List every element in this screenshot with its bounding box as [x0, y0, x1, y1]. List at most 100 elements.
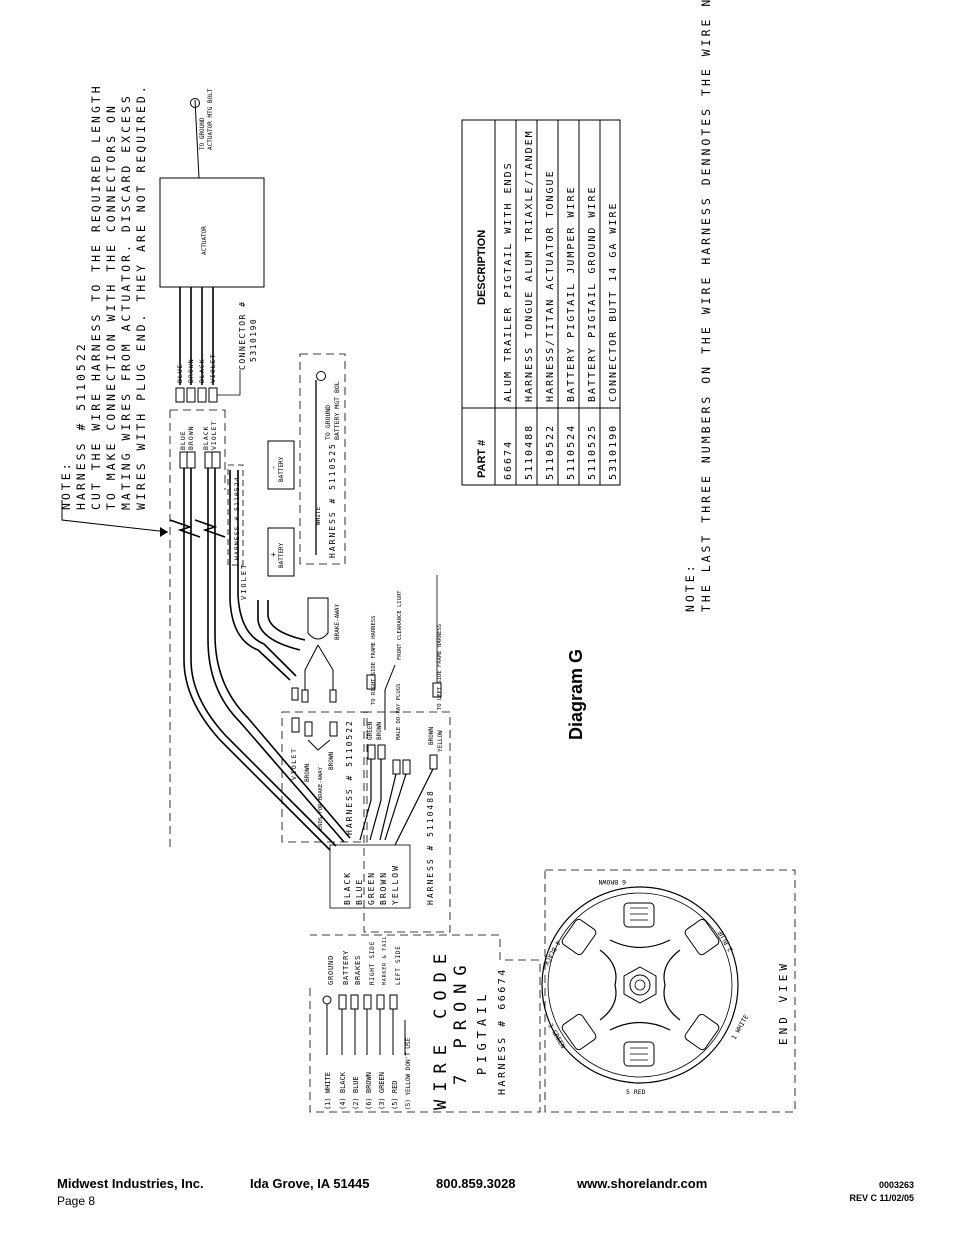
wire-list-item: (4) BLACK [339, 1071, 347, 1110]
bottom-note-line: THE LAST THREE NUMBERS ON THE WIRE HARNE… [699, 0, 713, 612]
pigtail-wire: BLACK [343, 871, 352, 905]
footer-revision: REV C 11/02/05 [849, 1193, 914, 1203]
to-right-side: TO RIGHT SIDE FRAME HARNESS [371, 616, 377, 705]
table-cell-part: 5110488 [524, 424, 535, 480]
brown-label: BROWN [304, 764, 311, 782]
green-brown: BROWN [376, 722, 383, 740]
pigtail-wire: YELLOW [391, 864, 400, 905]
note-arrowhead [160, 527, 168, 537]
table-header-part: PART # [476, 440, 488, 478]
wire-code-title: PIGTAIL [475, 989, 489, 1075]
function-label: BRAKES [354, 955, 362, 985]
footer-phone: 800.859.3028 [436, 1176, 516, 1191]
wire-list-item: (5) YELLOW DON'T USE [405, 1037, 412, 1110]
wire-list-item: (5) RED [391, 1080, 399, 1110]
battery-label: BATTERY [278, 542, 285, 568]
actuator-connectors [175, 387, 218, 403]
footer-doc-number: 0003263 [878, 1180, 914, 1190]
harness-5110525-label: HARNESS # 5110525 [328, 442, 337, 558]
ends-brake-away: ENDS FOR BRAKE-AWAY [318, 766, 324, 830]
note-leader [61, 500, 169, 533]
harness-66674-label: HARNESS # 66674 [497, 967, 508, 1095]
battery-box [267, 440, 295, 490]
table-cell-part: 5110522 [545, 424, 556, 480]
pigtail-wire: BLUE [355, 878, 364, 905]
violet-label: VIOLET [290, 748, 298, 780]
to-ground-label: ACTUATOR MTG BOLT [207, 88, 214, 150]
bottom-note-line: NOTE: [683, 562, 697, 612]
top-note: NOTE: HARNESS # 5110522 CUT THE WIRE HAR… [59, 83, 148, 510]
table-cell-desc: BATTERY PIGTAIL GROUND WIRE [587, 185, 598, 402]
function-label: MARKER & TAIL [382, 935, 388, 985]
white-label: WHITE [315, 507, 322, 525]
battery-minus: - [269, 465, 278, 470]
pin-label: 5 RED [626, 1088, 646, 1096]
wire-bundle [183, 468, 351, 851]
pin-label: 6 BROWN [599, 878, 626, 886]
wire-code-title: 7 PRONG [451, 957, 471, 1085]
function-label: BATTERY [342, 950, 350, 985]
actuator-box [159, 177, 265, 288]
brown-label: BROWN [328, 752, 335, 770]
front-clearance: FRONT CLEARANCE LIGHT [397, 590, 403, 660]
actuator-ground-ring [190, 98, 200, 108]
footer-website[interactable]: www.shorelandr.com [577, 1176, 708, 1191]
prong-face [541, 886, 739, 1084]
wire-label: BROWN [187, 358, 195, 383]
to-ground-battery: TO GROUND [324, 405, 332, 440]
battery-plus: + [269, 552, 278, 557]
table-header-desc: DESCRIPTION [476, 230, 488, 305]
brown-yellow: YELLOW [437, 730, 444, 752]
function-label: RIGHT SIDE [369, 941, 376, 985]
table-cell-desc: ALUM TRAILER PIGTAIL WITH ENDS [503, 161, 514, 402]
wire-label: BLACK [198, 358, 206, 383]
wire-list-item: (1) WHITE [324, 1072, 332, 1110]
to-ground-battery: BATTERY MGT BOL [333, 381, 341, 440]
diagram-title: Diagram G [566, 649, 586, 740]
top-note-line: HARNESS # 5110522 [74, 341, 88, 510]
wire-label: BROWN [187, 425, 195, 450]
table-cell-desc: BATTERY PIGTAIL JUMPER WIRE [566, 185, 577, 402]
battery-label: BATTERY [278, 456, 285, 482]
wire-label: VIOLET [210, 421, 218, 450]
top-note-line: TO MAKE CONNECTION WITH THE CONNECTORS O… [104, 103, 118, 510]
footer-city: Ida Grove, IA 51445 [250, 1176, 370, 1191]
connector-label: 5310190 [249, 318, 258, 362]
pigtail-wire: BROWN [379, 871, 388, 905]
function-label: LEFT SIDE [395, 945, 402, 985]
wire-code-title: WIRE CODE [431, 946, 451, 1110]
wire-label: BLUE [176, 363, 184, 383]
footer-page-number: Page 8 [57, 1194, 96, 1208]
harness-5110524-label: HARNESS # 5110524 [233, 476, 241, 560]
top-note-line: NOTE: [59, 460, 73, 510]
table-cell-desc: CONNECTOR BUTT 14 GA WIRE [608, 201, 619, 402]
top-note-line: CUT THE WIRE HARNESS TO THE REQUIRED LEN… [89, 83, 103, 510]
actuator-label: ACTUATOR [201, 226, 208, 255]
wire-label: BLACK [202, 425, 210, 450]
mid-connectors [179, 451, 221, 469]
wire-list-item: (6) BROWN [365, 1072, 373, 1110]
footer-company: Midwest Industries, Inc. [57, 1176, 204, 1191]
top-note-line: MATING WIRES FROM ACTUATOR. DISCARD EXCE… [119, 93, 133, 510]
green-brown: GREEN [367, 722, 374, 740]
top-note-line: WIRES WITH PLUG END. THEY ARE NOT REQUIR… [134, 83, 148, 510]
table-cell-part: 5110525 [587, 424, 598, 480]
table-cell-part: 5310190 [608, 424, 619, 480]
end-view-label: END VIEW [777, 960, 790, 1045]
battery-box [267, 527, 295, 577]
harness-5110488-label: HARNESS # 5110488 [426, 789, 435, 905]
harness-5110522-label: HARNESS # 5110522 [345, 719, 354, 835]
table-cell-part: 5110524 [566, 424, 577, 480]
wire-list-item: (2) BLUE [352, 1076, 360, 1110]
parts-table: PART # DESCRIPTION 66674 ALUM TRAILER PI… [461, 119, 621, 486]
brake-away-label: BRAKE-AWAY [334, 603, 341, 640]
wire-label: BLUE [179, 430, 187, 450]
to-ground-label: TO GROUND [199, 117, 206, 150]
table-cell-desc: HARNESS/TITAN ACTUATOR TONGUE [545, 169, 556, 402]
pigtail-wire: GREEN [367, 871, 376, 905]
violet-label: VIOLET [240, 563, 248, 600]
wire-label: VIOLET [209, 354, 217, 383]
to-left-side: TO LEFT SIDE FRAME HARNESS [437, 624, 443, 710]
table-cell-desc: HARNESS TONGUE ALUM TRIAXLE/TANDEM [524, 129, 535, 402]
